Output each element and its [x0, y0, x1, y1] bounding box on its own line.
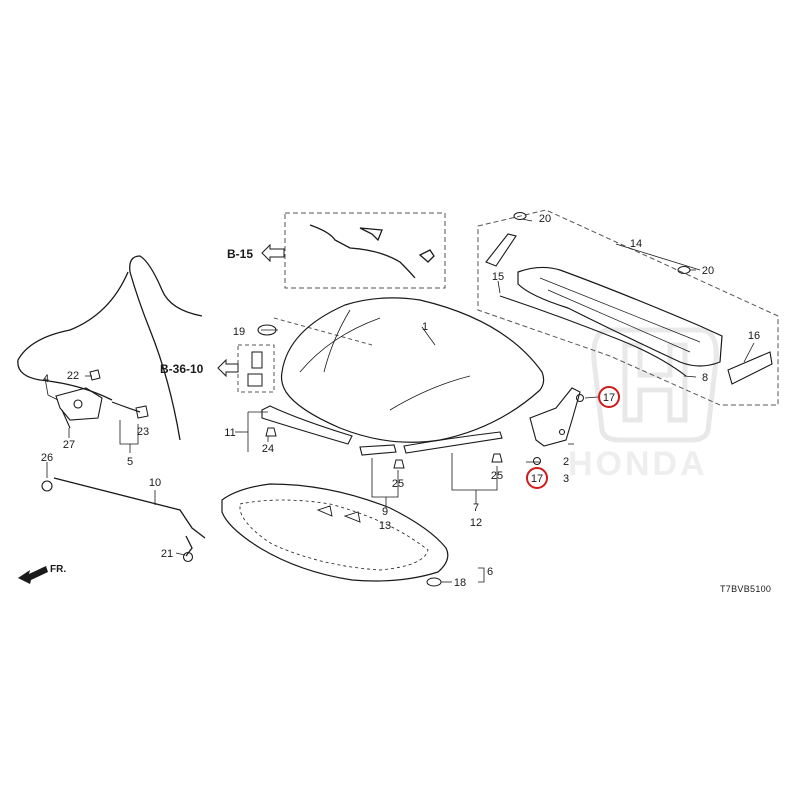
part-number-24[interactable]: 24	[262, 443, 274, 455]
part-number-2[interactable]: 2	[563, 456, 569, 468]
part-number-1[interactable]: 1	[422, 321, 428, 333]
clip-25-left	[393, 459, 405, 469]
grommet-26	[41, 480, 53, 492]
part-number-25-right[interactable]: 25	[491, 470, 503, 482]
part-number-12[interactable]: 12	[470, 517, 482, 529]
front-label: FR.	[50, 564, 66, 575]
part-number-4[interactable]: 4	[43, 373, 49, 385]
front-direction-indicator: FR.	[18, 564, 66, 584]
part-number-10[interactable]: 10	[149, 477, 161, 489]
hood-seal-9	[359, 444, 397, 456]
hood-release-cable	[17, 255, 203, 441]
cowl-side-cover-15	[485, 233, 517, 267]
clip-23	[135, 405, 149, 419]
part-number-25-left[interactable]: 25	[392, 478, 404, 490]
part-number-5[interactable]: 5	[127, 456, 133, 468]
highlight-17-lower	[526, 467, 548, 489]
honda-watermark: HONDA	[568, 327, 719, 483]
hood-seal-strip-11	[261, 405, 353, 445]
diagram-code: T7BVB5100	[720, 584, 771, 594]
clip-25-right	[491, 453, 503, 463]
part-number-7[interactable]: 7	[473, 502, 479, 514]
leader-19-box	[273, 317, 373, 346]
clip-20-upper	[513, 212, 527, 220]
clip-24	[265, 427, 277, 437]
part-number-20-lower[interactable]: 20	[702, 265, 714, 277]
reference-b3610-label[interactable]: B-36-10	[160, 362, 204, 376]
part-number-26[interactable]: 26	[41, 452, 53, 464]
front-arrow-icon	[18, 566, 48, 584]
part-number-17-upper[interactable]: 17	[603, 392, 615, 404]
washer-hose-group-box	[284, 212, 446, 289]
part-number-17-lower[interactable]: 17	[531, 473, 543, 485]
clip-20-lower	[677, 266, 691, 274]
hood-panel	[280, 297, 545, 443]
part-number-9[interactable]: 9	[382, 506, 388, 518]
part-number-15[interactable]: 15	[492, 271, 504, 283]
part-number-16[interactable]: 16	[748, 330, 760, 342]
cowl-cover-16	[727, 351, 773, 385]
bumper-18	[426, 577, 442, 587]
cowl-top	[499, 266, 723, 377]
clip-23-hose	[111, 401, 141, 413]
hood-seal-7	[403, 431, 503, 454]
honda-h-logo	[591, 327, 719, 443]
arrow-b3610-icon	[217, 358, 239, 378]
arrow-b15-icon	[261, 243, 285, 263]
part-number-11[interactable]: 11	[224, 427, 235, 439]
part-number-3[interactable]: 3	[563, 473, 569, 485]
part-number-27[interactable]: 27	[63, 439, 75, 451]
reference-b3610[interactable]: B-36-10	[160, 358, 239, 378]
nut-17-lower	[533, 457, 541, 465]
hood-hinge	[529, 387, 581, 447]
part-number-23[interactable]: 23	[137, 426, 149, 438]
part-number-14[interactable]: 14	[630, 238, 642, 250]
part-number-20-upper[interactable]: 20	[539, 213, 551, 225]
part-number-21[interactable]: 21	[161, 548, 173, 560]
clip-22	[89, 369, 101, 381]
part-number-8[interactable]: 8	[702, 372, 708, 384]
part-number-6[interactable]: 6	[487, 566, 493, 578]
washer-hose	[309, 224, 435, 279]
part-number-18[interactable]: 18	[454, 577, 466, 589]
nut-17-upper	[576, 394, 584, 402]
hood-latch	[55, 387, 103, 429]
part-number-labels: 1 2 3 4 5 6 7 8 9 10 11 12 13 14 15 16 1…	[41, 213, 760, 589]
reference-b15-label[interactable]: B-15	[227, 247, 253, 261]
part-number-19[interactable]: 19	[233, 326, 245, 338]
highlight-17-upper	[598, 386, 620, 408]
cowl-group-box	[477, 209, 779, 406]
clip-21	[182, 551, 194, 563]
leader-lines	[44, 218, 755, 583]
part-number-22[interactable]: 22	[67, 370, 79, 382]
support-rod	[53, 477, 206, 557]
hood-insulator	[221, 483, 449, 582]
part-number-13[interactable]: 13	[379, 520, 391, 532]
honda-wordmark: HONDA	[568, 445, 708, 483]
hood-switch	[247, 351, 263, 387]
reference-b15[interactable]: B-15	[227, 243, 285, 263]
